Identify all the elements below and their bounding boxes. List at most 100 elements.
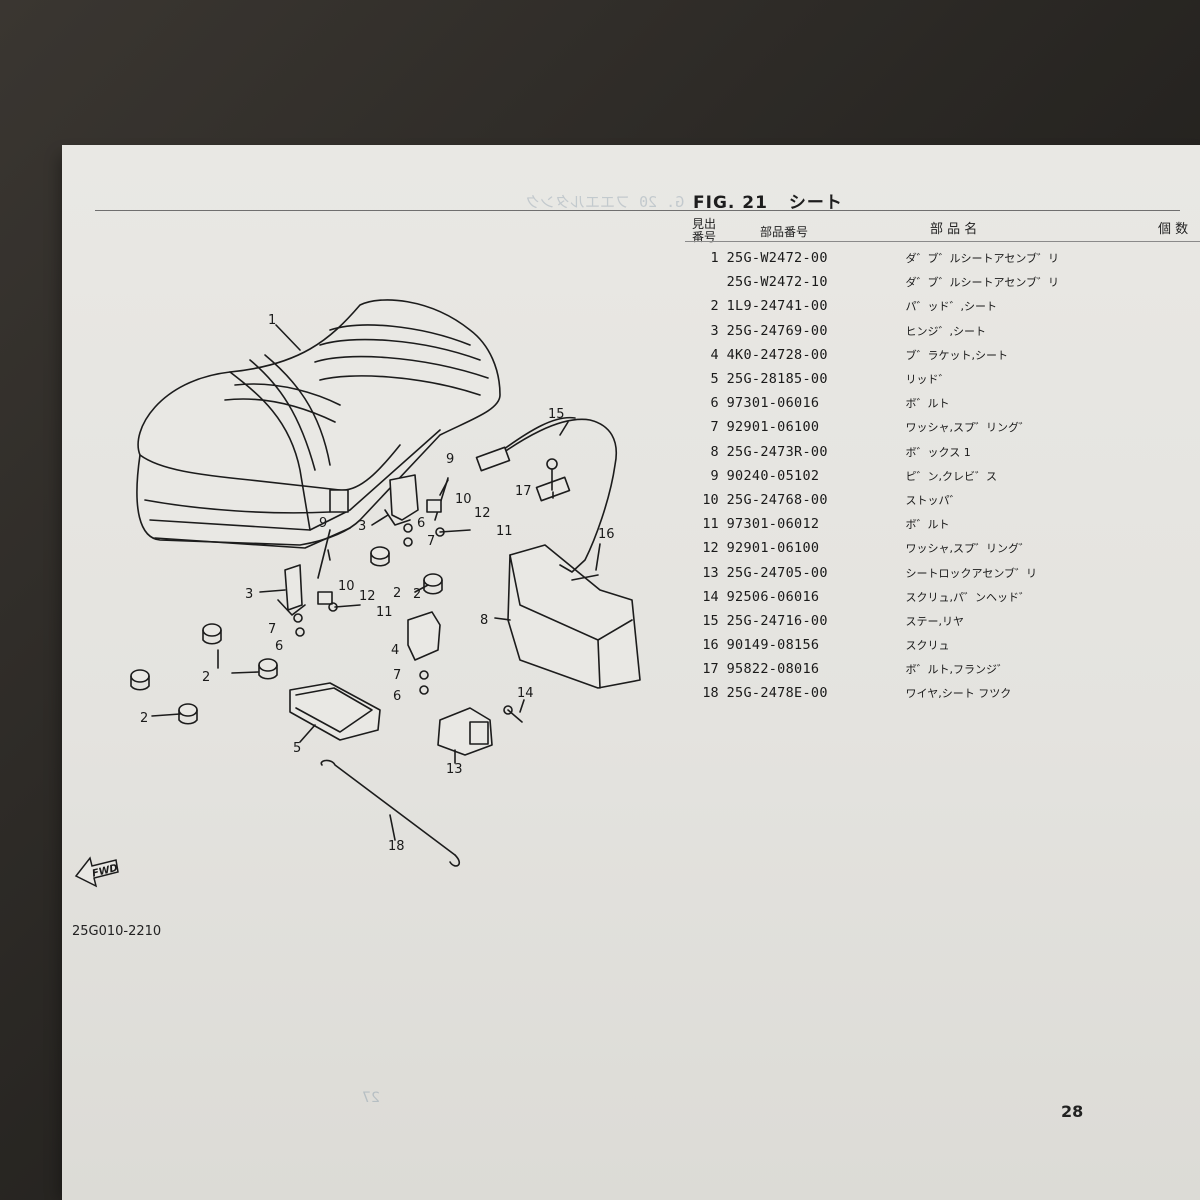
quantity bbox=[1168, 609, 1200, 633]
part-name: ダ゛ブ゛ルシートアセンブ゛リ bbox=[905, 252, 1059, 266]
part-name: パ゛ッド゛,シート bbox=[905, 300, 998, 314]
ref-number: 1 bbox=[710, 250, 719, 267]
part-number: 25G-28185-00 bbox=[726, 371, 828, 388]
part-name: ボ゛ルト,フランジ゛ bbox=[905, 663, 1009, 677]
table-row: 16 90149-08156 スクリュ bbox=[690, 633, 1200, 657]
quantity: 1 bbox=[1168, 343, 1200, 367]
part-name: ステー,リヤ bbox=[905, 614, 965, 628]
table-row: 18 25G-2478E-00 ワイヤ,シート フツク bbox=[690, 681, 1200, 705]
part-number: 95822-08016 bbox=[726, 661, 820, 678]
part-name: ワッシャ,スプ゛リング゛ bbox=[905, 542, 1031, 556]
table-row: 17 95822-08016 ボ゛ルト,フランジ゛ bbox=[690, 657, 1200, 681]
header-rule bbox=[95, 210, 1180, 211]
ref-number: 6 bbox=[710, 395, 719, 412]
quantity bbox=[1168, 585, 1200, 609]
part-name: ボ゛ルト bbox=[905, 397, 950, 411]
ref-number: 18 bbox=[702, 685, 719, 702]
quantity: 2 bbox=[1168, 464, 1200, 488]
ref-number: 16 bbox=[702, 637, 719, 654]
part-number: 25G-W2472-00 bbox=[726, 250, 828, 267]
quantity: 1 bbox=[1168, 367, 1200, 391]
quantity: 6 bbox=[1168, 391, 1200, 415]
part-number: 25G-2478E-00 bbox=[726, 685, 828, 702]
quantity: 2 bbox=[1168, 488, 1200, 512]
table-row: 4 4K0-24728-00 ブ゛ラケット,シート 1 bbox=[690, 343, 1200, 367]
quantity bbox=[1168, 633, 1200, 657]
header-rule-2 bbox=[685, 241, 1200, 242]
table-row: 15 25G-24716-00 ステー,リヤ bbox=[690, 609, 1200, 633]
part-name: ブ゛ラケット,シート bbox=[905, 348, 1009, 362]
part-name: ワイヤ,シート フツク bbox=[905, 687, 1012, 701]
table-row: 13 25G-24705-00 シートロックアセンブ゛リ bbox=[690, 560, 1200, 584]
quantity: 1 bbox=[1168, 440, 1200, 464]
part-name: ダ゛ブ゛ルシートアセンブ゛リ bbox=[905, 276, 1059, 290]
ref-number: 17 bbox=[702, 661, 719, 678]
header-qty: 個 数 bbox=[1158, 222, 1189, 237]
ref-number: 5 bbox=[710, 371, 719, 388]
part-number: 25G-24716-00 bbox=[726, 612, 828, 629]
table-row: 1 25G-W2472-00 ダ゛ブ゛ルシートアセンブ゛リ 1 bbox=[690, 246, 1200, 270]
quantity: 6 bbox=[1168, 415, 1200, 439]
part-number: 1L9-24741-00 bbox=[726, 298, 828, 315]
part-name: スクリュ,パ゛ンヘッド゛ bbox=[905, 590, 1031, 604]
quantity bbox=[1168, 536, 1200, 560]
part-name: リッド゛ bbox=[905, 373, 950, 387]
part-number: 90149-08156 bbox=[726, 637, 820, 654]
ref-number: 9 bbox=[710, 467, 719, 484]
figure-title: FIG. 21 シート bbox=[693, 188, 857, 213]
table-row: 11 97301-06012 ボ゛ルト bbox=[690, 512, 1200, 536]
part-number: 92901-06100 bbox=[726, 540, 820, 557]
diagram-reference-code: 25G010-2210 bbox=[72, 924, 162, 939]
bleed-through-header: G. 20 フエエルタンク bbox=[525, 193, 685, 211]
part-name: ヒンジ゛,シート bbox=[905, 324, 987, 338]
part-number: 25G-24705-00 bbox=[726, 564, 828, 581]
ref-number: 3 bbox=[710, 322, 719, 339]
ref-number bbox=[690, 270, 727, 294]
ref-number: 2 bbox=[710, 298, 719, 315]
quantity bbox=[1168, 560, 1200, 584]
ref-number: 14 bbox=[702, 588, 719, 605]
ref-number: 10 bbox=[702, 491, 719, 508]
bleed-page-number: 27 bbox=[362, 1090, 380, 1106]
table-row: 25G-W2472-10ダ゛ブ゛ルシートアセンブ゛リ1 bbox=[690, 270, 1200, 294]
part-number: 97301-06012 bbox=[726, 516, 820, 533]
quantity: 2 bbox=[1168, 319, 1200, 343]
part-name: ボ゛ックス 1 bbox=[905, 445, 971, 459]
ref-number: 13 bbox=[702, 564, 719, 581]
part-name: ピ゛ン,クレビ゛ス bbox=[905, 469, 998, 483]
part-number: 92901-06100 bbox=[726, 419, 820, 436]
part-number: 25G-2473R-00 bbox=[726, 443, 828, 460]
header-part-no: 部品番号 bbox=[760, 225, 809, 239]
part-name: ボ゛ルト bbox=[905, 518, 950, 532]
ref-number: 4 bbox=[710, 346, 719, 363]
table-row: 9 90240-05102 ピ゛ン,クレビ゛ス 2 bbox=[690, 464, 1200, 488]
quantity bbox=[1168, 512, 1200, 536]
table-row: 14 92506-06016 スクリュ,パ゛ンヘッド゛ bbox=[690, 585, 1200, 609]
part-number: 90240-05102 bbox=[726, 467, 820, 484]
ref-number: 15 bbox=[702, 612, 719, 629]
quantity: 1 bbox=[1168, 246, 1200, 270]
part-number: 25G-24769-00 bbox=[726, 322, 828, 339]
part-number: 25G-24768-00 bbox=[726, 491, 828, 508]
header-part-name: 部 品 名 bbox=[930, 222, 978, 237]
ref-number: 12 bbox=[702, 540, 719, 557]
part-number: 4K0-24728-00 bbox=[726, 346, 828, 363]
quantity bbox=[1168, 657, 1200, 681]
part-name: シートロックアセンブ゛リ bbox=[905, 566, 1037, 580]
quantity bbox=[1168, 681, 1200, 705]
figure-name: シート bbox=[788, 193, 843, 213]
table-row: 5 25G-28185-00 リッド゛ 1 bbox=[690, 367, 1200, 391]
part-name: ワッシャ,スプ゛リング゛ bbox=[905, 421, 1031, 435]
part-name: スクリュ bbox=[905, 639, 950, 653]
quantity: 1 bbox=[1168, 270, 1200, 294]
header-ref-no: 見出 番号 bbox=[692, 217, 717, 244]
part-name: ストッパ゛ bbox=[905, 493, 961, 507]
part-number: 92506-06016 bbox=[726, 588, 820, 605]
ref-number: 11 bbox=[702, 516, 719, 533]
fwd-arrow-icon: FWD bbox=[74, 856, 119, 888]
